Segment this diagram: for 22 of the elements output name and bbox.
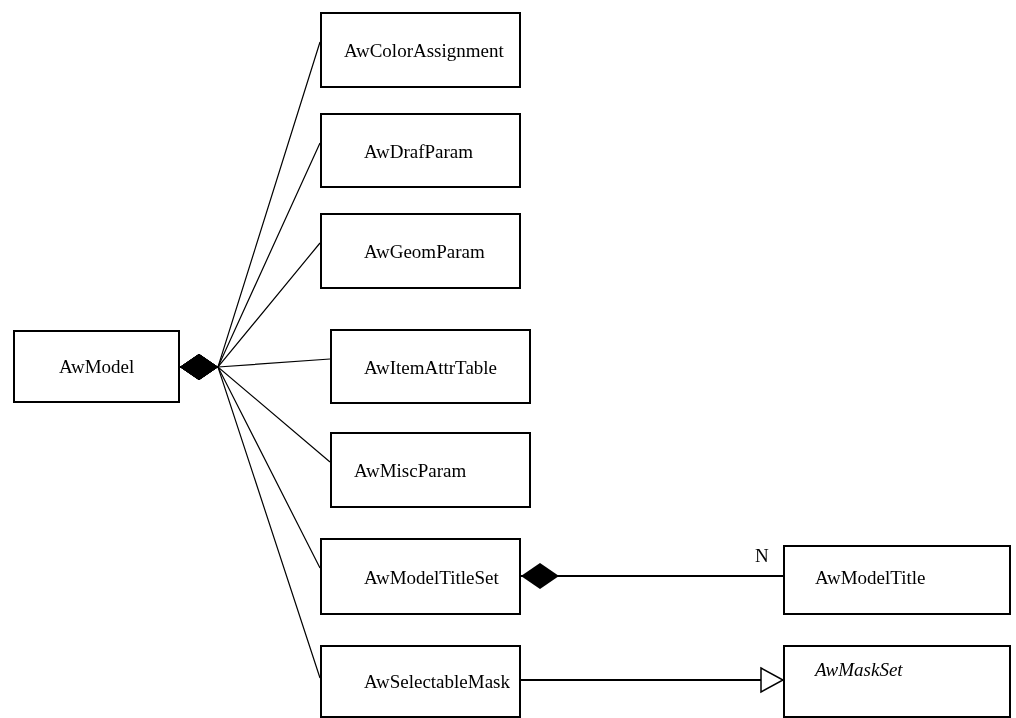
class-box [320,213,521,289]
class-box [320,645,521,718]
generalization-arrow [520,667,784,693]
class-box [320,113,521,188]
class-box [13,330,180,403]
class-name: AwModel [59,356,135,378]
class-name: AwModelTitleSet [364,567,499,589]
class-box [320,12,521,88]
class-name: AwModelTitle [815,567,926,589]
class-box [783,545,1011,615]
class-name: AwDrafParam [364,141,474,163]
class-name: AwMaskSet [815,659,903,681]
class-name: AwItemAttrTable [364,357,498,379]
class-name: AwMiscParam [354,460,467,482]
composition-line [520,563,784,589]
class-box [320,538,521,615]
class-name: AwSelectableMask [364,671,510,693]
class-name: AwColorAssignment [344,40,504,62]
class-box [330,329,531,404]
class-box [783,645,1011,718]
class-box [330,432,531,508]
class-name: AwGeomParam [364,241,485,263]
